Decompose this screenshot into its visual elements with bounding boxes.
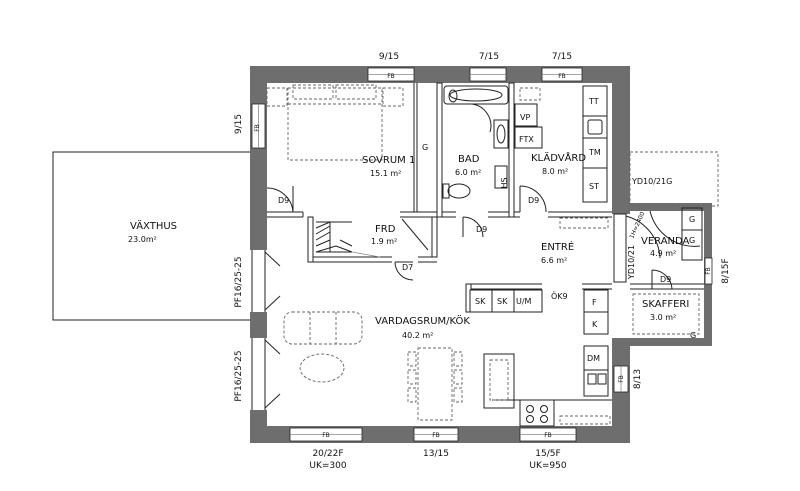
dim-top-kladvard: 7/15	[552, 52, 572, 62]
um-tag: U/M	[516, 297, 532, 306]
tt-tag: TT	[588, 97, 599, 106]
sovrum-room	[266, 83, 418, 213]
kitchen-units	[469, 289, 612, 427]
room-sovrum-area: 15.1 m²	[370, 169, 401, 178]
dim-left-sovrum: 9/15	[234, 114, 244, 134]
room-vaxthus-area: 23.0m²	[128, 235, 157, 244]
fb-label: FB	[618, 375, 625, 383]
veranda-area	[629, 151, 719, 290]
fb-label: FB	[322, 432, 330, 439]
kladvard-room	[514, 85, 609, 229]
dm-tag: DM	[587, 354, 600, 363]
stairs	[315, 221, 381, 258]
dim-pf-upper: PF16/25-25	[234, 256, 244, 307]
tm-tag: TM	[588, 148, 601, 157]
dim-right-kitchen: 8/13	[633, 369, 643, 389]
ftx-tag: FTX	[519, 135, 534, 144]
room-vardagsrum-area: 40.2 m²	[402, 331, 433, 340]
f-tag: F	[592, 298, 597, 307]
room-skafferi-name: SKAFFERI	[642, 299, 689, 310]
sk-tag: SK	[475, 297, 486, 306]
dim-top-sovrum: 9/15	[379, 52, 399, 62]
living-furniture	[283, 311, 463, 421]
patio-doors	[264, 251, 281, 409]
st-tag: ST	[589, 182, 599, 191]
fb-label: FB	[558, 73, 566, 80]
room-bad-name: BAD	[458, 154, 480, 165]
frd-closet	[394, 218, 429, 281]
room-kladvard-name: KLÄDVÅRD	[531, 151, 586, 164]
dim-pf-lower: PF16/25-25	[234, 350, 244, 401]
door-tag: D9	[528, 196, 539, 205]
shelf-tag: G	[690, 331, 696, 340]
skafferi-room	[632, 293, 700, 335]
room-kladvard-area: 8.0 m²	[542, 167, 568, 176]
door-tag: D9	[278, 196, 289, 205]
dim-bottom-left-1: 20/22F	[312, 449, 343, 459]
room-frd-name: FRD	[375, 224, 396, 235]
bad-room	[442, 85, 509, 238]
wardrobe-tag: G	[689, 236, 695, 245]
windows	[250, 67, 713, 442]
hs-tag: HS	[500, 177, 509, 188]
dim-right-veranda: 8/15F	[721, 258, 731, 283]
greenhouse	[52, 151, 250, 321]
dimension-labels: 9/15 7/15 7/15 9/15 PF16/25-25 PF16/25-2…	[234, 52, 731, 471]
vp-tag: VP	[520, 113, 530, 122]
dim-bottom-left-2: UK=300	[309, 461, 346, 471]
door-tag: D7	[402, 263, 413, 272]
room-veranda-name: VERANDA	[641, 236, 690, 247]
entry-door	[612, 213, 661, 283]
door-tag: D9	[660, 275, 671, 284]
room-bad-area: 6.0 m²	[455, 168, 481, 177]
fb-label: FB	[544, 432, 552, 439]
room-entre-name: ENTRÉ	[541, 240, 574, 253]
veranda-door-top-tag: YD10/21G	[631, 177, 672, 186]
dim-top-bad: 7/15	[479, 52, 499, 62]
wardrobe-tag: G	[422, 143, 428, 152]
ok9-tag: ÖK9	[551, 291, 568, 301]
veranda-door-side-tag: YD10/21	[627, 245, 636, 280]
room-vardagsrum-name: VARDAGSRUM/KÖK	[375, 314, 470, 327]
fb-label: FB	[254, 124, 261, 132]
dim-bottom-right-1: 15/5F	[535, 449, 560, 459]
sk-tag: SK	[497, 297, 508, 306]
fb-label: FB	[387, 73, 395, 80]
room-vaxthus-name: VÄXTHUS	[130, 219, 177, 232]
fb-label: FB	[432, 432, 440, 439]
room-sovrum-name: SOVRUM 1	[362, 155, 415, 166]
room-frd-area: 1.9 m²	[371, 237, 397, 246]
wardrobe-tag: G	[689, 215, 695, 224]
door-tag: D9	[476, 225, 487, 234]
dim-bottom-right-2: UK=950	[529, 461, 566, 471]
fb-label: FB	[705, 267, 712, 275]
interior-walls	[267, 82, 612, 313]
room-entre-area: 6.6 m²	[541, 256, 567, 265]
k-tag: K	[592, 320, 598, 329]
dim-bottom-mid: 13/15	[423, 449, 449, 459]
room-skafferi-area: 3.0 m²	[650, 313, 676, 322]
room-veranda-area: 4.9 m²	[650, 249, 676, 258]
fb-labels: FB FB FB FB FB FB FB FB	[254, 73, 712, 439]
